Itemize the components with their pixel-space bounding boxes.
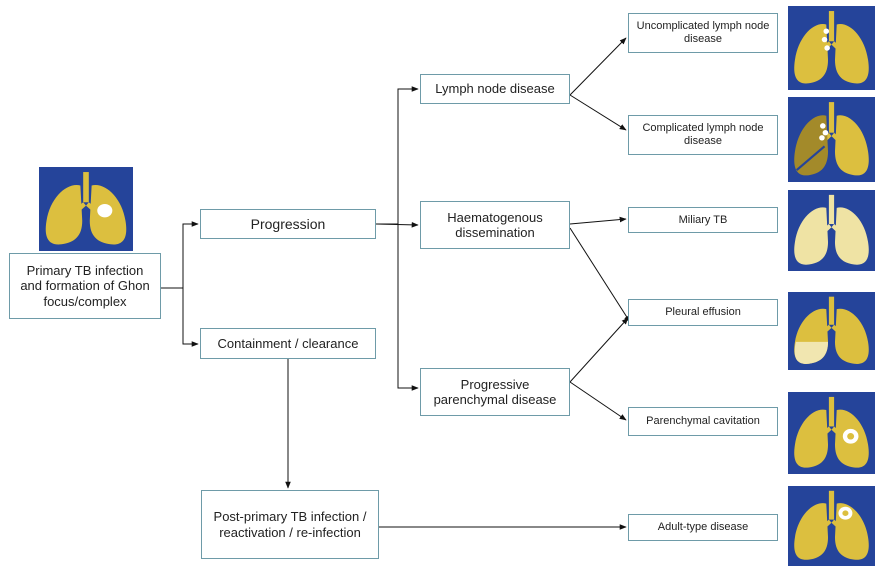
uncomplicated-lymph-node-disease-node: Uncomplicated lymph node disease xyxy=(628,13,778,53)
lungs-pleural-effusion-icon xyxy=(788,292,875,370)
adult-type-disease-node: Adult-type disease xyxy=(628,514,778,541)
arrow-haematogenous-to-pleural xyxy=(569,227,631,323)
arrow-lymph-node-to-uncomplicated-lymph xyxy=(569,37,627,96)
lymph-node-disease-node: Lymph node disease xyxy=(420,74,570,104)
arrow-primary-to-containment xyxy=(161,287,199,347)
lungs-hilar-nodes-icon xyxy=(788,6,875,90)
arrow-progression-to-parenchymal xyxy=(376,223,419,391)
pleural-effusion-node: Pleural effusion xyxy=(628,299,778,326)
lungs-apical-cavity-icon xyxy=(788,486,875,566)
containment-node: Containment / clearance xyxy=(200,328,376,359)
progressive-parenchymal-disease-node: Progressive parenchymal disease xyxy=(420,368,570,416)
lungs-cavity-icon xyxy=(788,392,875,474)
arrow-parenchymal-to-cavitation xyxy=(569,381,627,421)
complicated-lymph-node-disease-node: Complicated lymph node disease xyxy=(628,115,778,155)
arrow-lymph-node-to-complicated-lymph xyxy=(569,94,627,131)
lungs-miliary-icon xyxy=(788,190,875,271)
primary-infection-node: Primary TB infection and formation of Gh… xyxy=(9,253,161,319)
arrow-primary-to-progression xyxy=(161,221,199,289)
lungs-compressed-airway-icon xyxy=(788,97,875,182)
post-primary-node: Post-primary TB infection / reactivation… xyxy=(201,490,379,559)
lungs-ghon-focus-icon xyxy=(39,167,133,251)
haematogenous-dissemination-node: Haematogenous dissemination xyxy=(420,201,570,249)
arrow-progression-to-lymph-node xyxy=(376,86,419,225)
parenchymal-cavitation-node: Parenchymal cavitation xyxy=(628,407,778,436)
miliary-tb-node: Miliary TB xyxy=(628,207,778,233)
progression-node: Progression xyxy=(200,209,376,239)
arrow-haematogenous-to-miliary xyxy=(569,216,627,225)
arrow-parenchymal-to-pleural xyxy=(569,317,629,383)
